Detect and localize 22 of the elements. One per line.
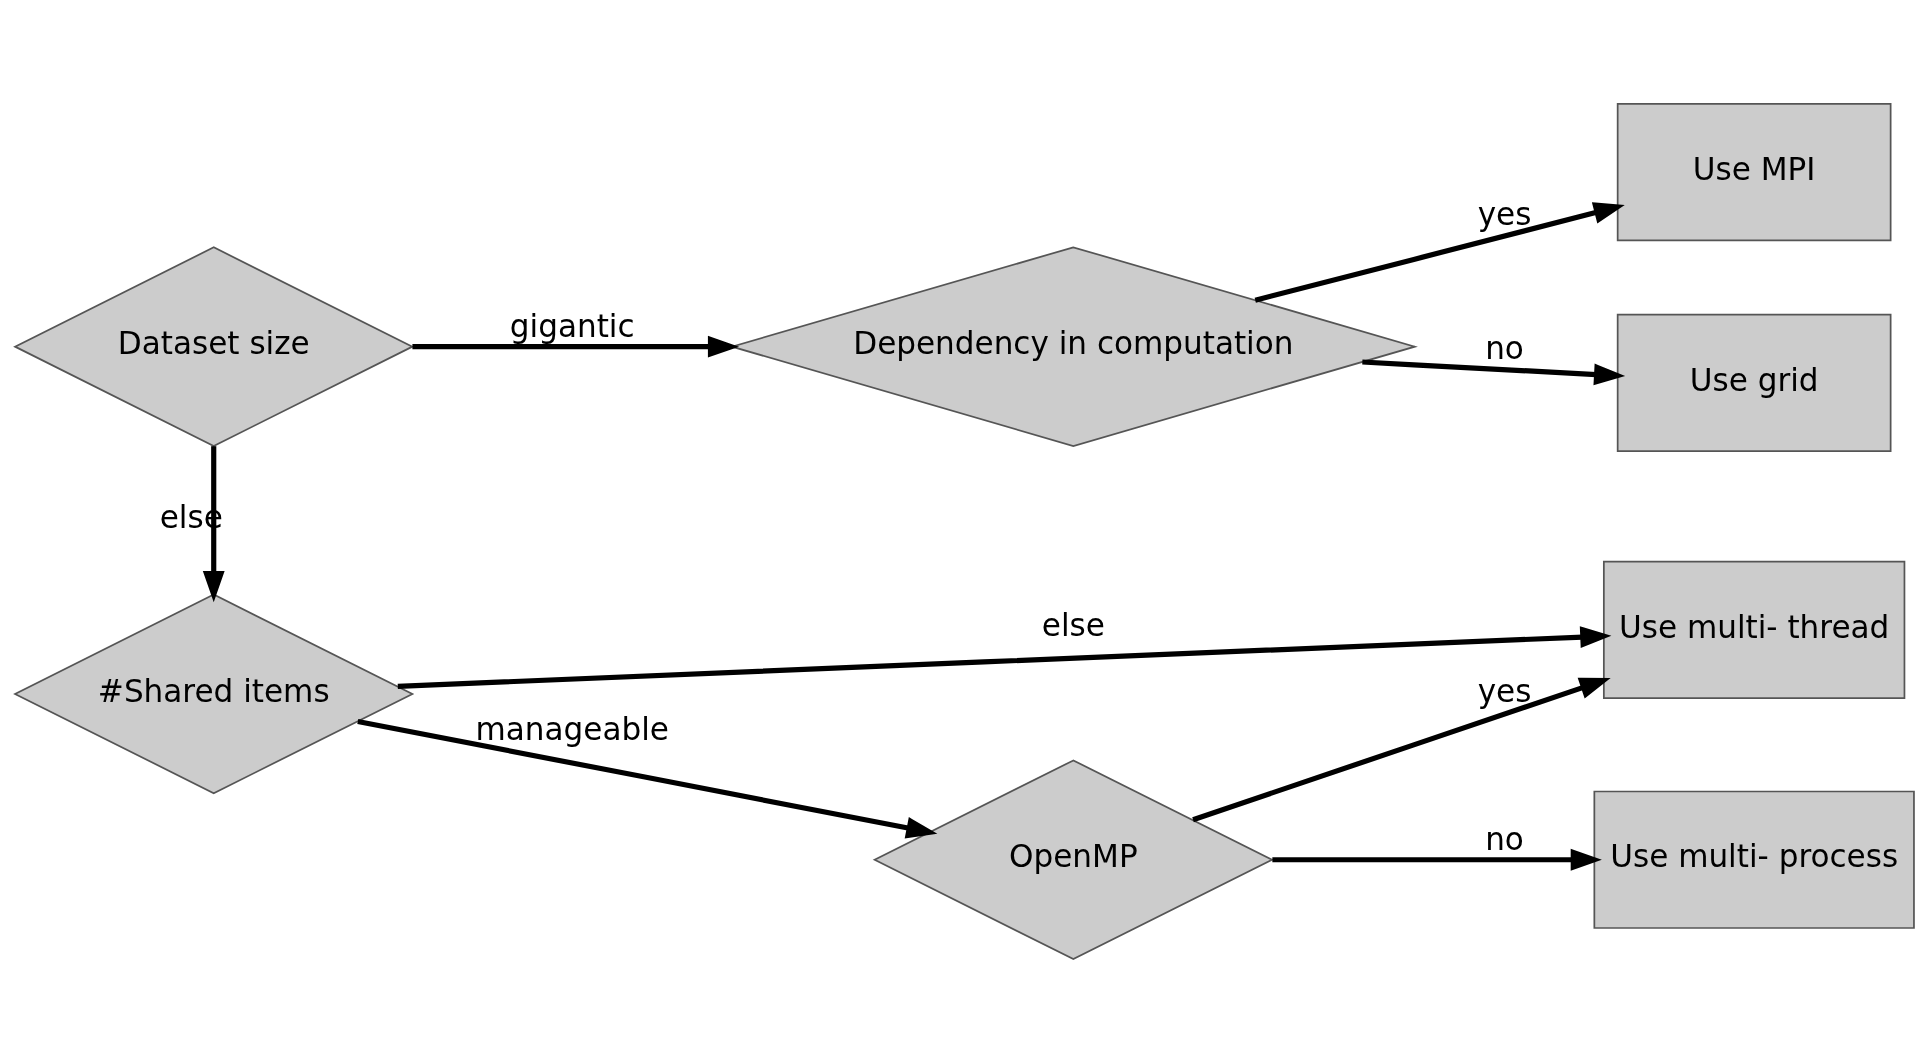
edge-label: yes [1477, 672, 1532, 708]
node-diamond: Dataset size [13, 245, 415, 447]
arrow [397, 625, 1612, 689]
edge-label: gigantic [509, 307, 635, 344]
edge-label: manageable [475, 710, 669, 747]
arrow [1254, 201, 1625, 303]
edge-label: no [1485, 329, 1524, 366]
arrow [1192, 677, 1611, 822]
edge-label: no [1485, 820, 1524, 857]
arrow [357, 718, 938, 839]
arrow [1272, 848, 1602, 871]
edge-label: else [1041, 606, 1105, 643]
edge-label: yes [1477, 195, 1532, 232]
node-diamond: OpenMP [872, 758, 1274, 960]
node-box: Use multi- thread [1603, 560, 1906, 699]
node-box: Use multi- process [1593, 790, 1915, 929]
arrow [202, 445, 225, 602]
node-box: Use MPI [1616, 102, 1892, 241]
node-diamond: #Shared items [13, 593, 415, 794]
arrow [1362, 358, 1626, 385]
arrow [412, 335, 740, 358]
node-box: Use grid [1616, 313, 1892, 452]
